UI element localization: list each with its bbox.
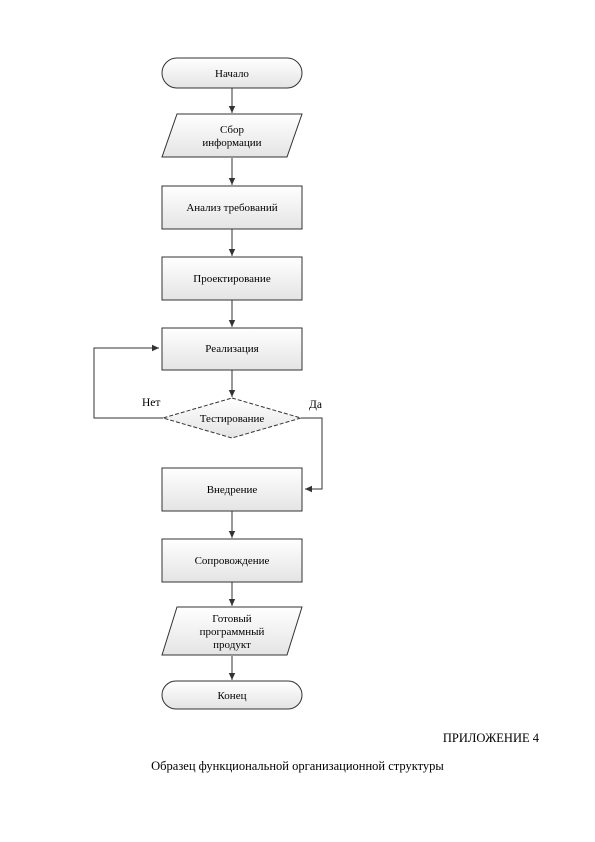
requirements-process [161,185,303,230]
deployment-label: Внедрение [207,484,258,496]
end-terminator [161,680,303,710]
end-label: Конец [218,690,247,702]
product-label-line2: программный [200,626,265,638]
design-process [161,256,303,301]
maintenance-process [161,538,303,583]
design-label: Проектирование [193,273,271,285]
testing-label: Тестирование [200,413,265,425]
implementation-process [161,327,303,371]
start-label: Начало [215,68,249,80]
connector-testing-yes [301,417,323,493]
appendix-label: ПРИЛОЖЕНИЕ 4 [442,731,539,745]
collect-info-parallelogram [161,113,303,158]
branch-yes-label: Да [309,399,322,411]
collect-info-label-line1: Сбор [220,124,245,136]
requirements-label: Анализ требований [186,202,277,214]
testing-decision [161,397,303,439]
product-label-line3: продукт [213,639,251,651]
branch-no-label: Нет [142,397,160,409]
collect-info-label-line2: информации [202,137,261,149]
deployment-process [161,467,303,512]
implementation-label: Реализация [205,343,258,355]
start-terminator [161,57,303,89]
figure-caption: Образец функциональной организационной с… [151,759,444,773]
product-label-line1: Готовый [212,613,251,625]
maintenance-label: Сопровождение [195,555,270,567]
product-parallelogram [161,606,303,656]
connector-testing-no-loop [93,344,163,419]
